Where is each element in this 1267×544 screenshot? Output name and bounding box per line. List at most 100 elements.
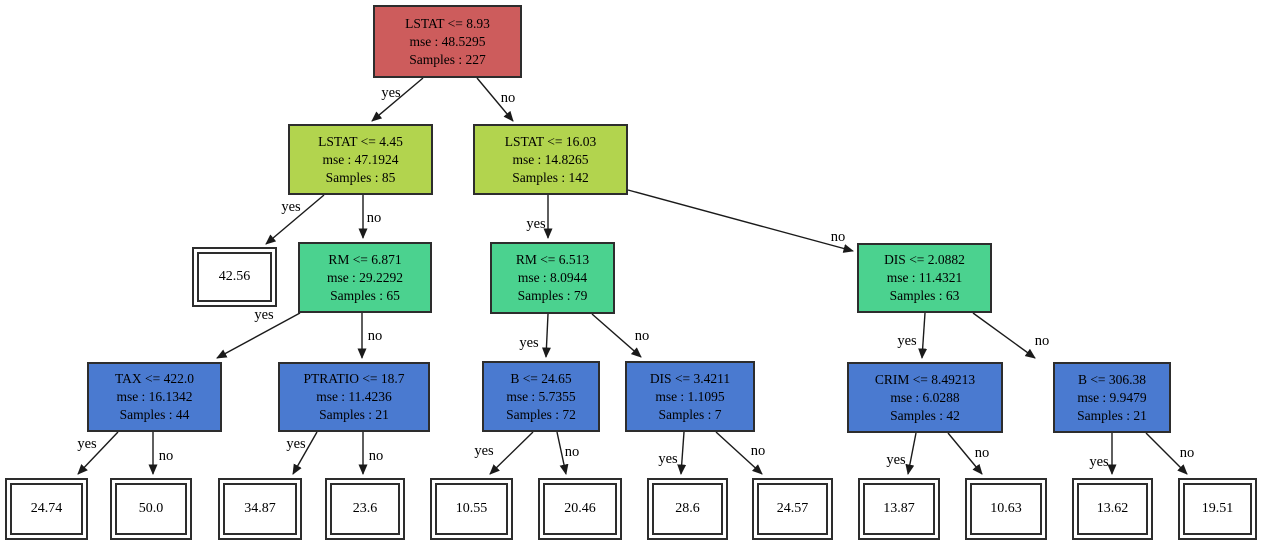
leaf-value: 50.0 [138, 501, 164, 516]
tree-node-ptratio-18-7: PTRATIO <= 18.7 mse : 11.4236 Samples : … [278, 362, 430, 432]
node-samples: Samples : 227 [409, 51, 486, 67]
node-mse: mse : 16.1342 [116, 389, 193, 404]
tree-node-b-306-38: B <= 306.38 mse : 9.9479 Samples : 21 [1053, 362, 1171, 433]
leaf-value: 10.63 [990, 501, 1022, 516]
node-mse: mse : 5.7355 [506, 388, 576, 404]
leaf-value: 24.74 [30, 501, 63, 516]
edge-b306-no [1145, 432, 1188, 475]
leaf-node: 10.55 [430, 478, 513, 540]
node-samples: Samples : 79 [517, 288, 588, 303]
edge-label: yes [897, 333, 917, 349]
edge-l1a-yes [265, 194, 325, 245]
edge-label: yes [1089, 454, 1109, 470]
edge-l2c-no [972, 312, 1036, 359]
node-condition: LSTAT <= 16.03 [504, 133, 597, 149]
node-condition: LSTAT <= 8.93 [405, 15, 490, 31]
leaf-node: 24.57 [752, 478, 833, 540]
edge-label: no [158, 448, 174, 464]
leaf-value: 34.87 [244, 501, 276, 516]
edge-tax-yes [77, 431, 119, 475]
edge-crim-yes [905, 432, 917, 475]
leaf-node: 34.87 [218, 478, 302, 540]
leaf-value: 20.46 [564, 501, 596, 516]
leaf-value: 13.87 [883, 501, 915, 516]
edge-dis3-no [715, 431, 763, 475]
node-condition: RM <= 6.513 [515, 252, 590, 267]
leaf-value: 28.6 [675, 501, 700, 516]
tree-node-crim-8-49213: CRIM <= 8.49213 mse : 6.0288 Samples : 4… [847, 362, 1003, 433]
edge-label: yes [519, 335, 539, 351]
leaf-node: 23.6 [325, 478, 405, 540]
leaf-node: 28.6 [647, 478, 728, 540]
node-mse: mse : 48.5295 [409, 33, 486, 49]
node-condition: RM <= 6.871 [328, 251, 402, 267]
edge-crim-no [947, 432, 983, 475]
leaf-node: 24.74 [5, 478, 88, 540]
leaf-value: 13.62 [1096, 501, 1129, 516]
edge-root-yes [371, 77, 424, 122]
node-mse: mse : 8.0944 [517, 270, 588, 285]
edge-label: no [750, 443, 766, 459]
edge-label: no [1179, 445, 1195, 461]
edge-label: no [564, 444, 580, 460]
node-samples: Samples : 72 [506, 406, 576, 422]
node-mse: mse : 11.4236 [316, 389, 392, 404]
edge-label: no [367, 328, 383, 344]
node-samples: Samples : 63 [889, 288, 960, 303]
edge-label: no [974, 445, 990, 461]
node-mse: mse : 1.1095 [655, 388, 725, 404]
edge-label: yes [658, 451, 678, 467]
edge-l2c-yes [918, 312, 928, 359]
node-samples: Samples : 21 [319, 407, 389, 422]
edge-label: no [830, 229, 846, 245]
edge-l1b-no [627, 189, 854, 253]
node-condition: DIS <= 2.0882 [884, 252, 965, 267]
tree-node-b-24-65: B <= 24.65 mse : 5.7355 Samples : 72 [482, 361, 600, 432]
node-samples: Samples : 85 [325, 169, 396, 185]
edge-label: yes [77, 436, 97, 452]
tree-node-root: LSTAT <= 8.93 mse : 48.5295 Samples : 22… [373, 5, 522, 78]
node-condition: DIS <= 3.4211 [649, 370, 731, 386]
node-samples: Samples : 142 [512, 169, 589, 185]
leaf-node: 13.62 [1072, 478, 1153, 540]
node-condition: LSTAT <= 4.45 [318, 133, 403, 149]
leaf-node: 42.56 [192, 247, 277, 307]
node-mse: mse : 47.1924 [322, 151, 399, 167]
node-samples: Samples : 44 [119, 407, 190, 422]
node-mse: mse : 9.9479 [1077, 389, 1147, 405]
node-mse: mse : 6.0288 [890, 389, 960, 405]
edge-label: yes [474, 443, 494, 459]
tree-node-dis-3-4211: DIS <= 3.4211 mse : 1.1095 Samples : 7 [625, 361, 755, 432]
edge-l2b-no [591, 313, 642, 358]
edge-label: no [500, 90, 516, 106]
edge-label: yes [254, 307, 274, 323]
leaf-node: 50.0 [110, 478, 192, 540]
node-samples: Samples : 21 [1077, 407, 1147, 423]
leaf-value: 24.57 [776, 501, 809, 516]
edge-label: yes [526, 216, 546, 232]
node-condition: TAX <= 422.0 [114, 371, 195, 386]
leaf-value: 10.55 [455, 501, 488, 516]
tree-node-rm-6-513: RM <= 6.513 mse : 8.0944 Samples : 79 [490, 242, 615, 314]
edge-label: yes [286, 436, 306, 452]
node-condition: PTRATIO <= 18.7 [303, 371, 405, 386]
edge-dis3-yes [677, 431, 687, 475]
edge-label: no [366, 210, 382, 226]
node-condition: CRIM <= 8.49213 [874, 371, 976, 387]
leaf-node: 19.51 [1178, 478, 1257, 540]
edge-label: yes [381, 85, 401, 101]
edge-b24-yes [489, 431, 534, 475]
node-mse: mse : 14.8265 [512, 151, 589, 167]
leaf-node: 20.46 [538, 478, 622, 540]
node-condition: B <= 306.38 [1077, 371, 1147, 387]
leaf-node: 10.63 [965, 478, 1047, 540]
node-mse: mse : 29.2292 [326, 269, 404, 285]
node-samples: Samples : 7 [658, 406, 722, 422]
leaf-value: 19.51 [1201, 501, 1234, 516]
tree-node-dis-2-0882: DIS <= 2.0882 mse : 11.4321 Samples : 63 [857, 243, 992, 313]
leaf-node: 13.87 [858, 478, 940, 540]
node-samples: Samples : 65 [330, 287, 400, 303]
leaf-value: 23.6 [352, 501, 378, 516]
